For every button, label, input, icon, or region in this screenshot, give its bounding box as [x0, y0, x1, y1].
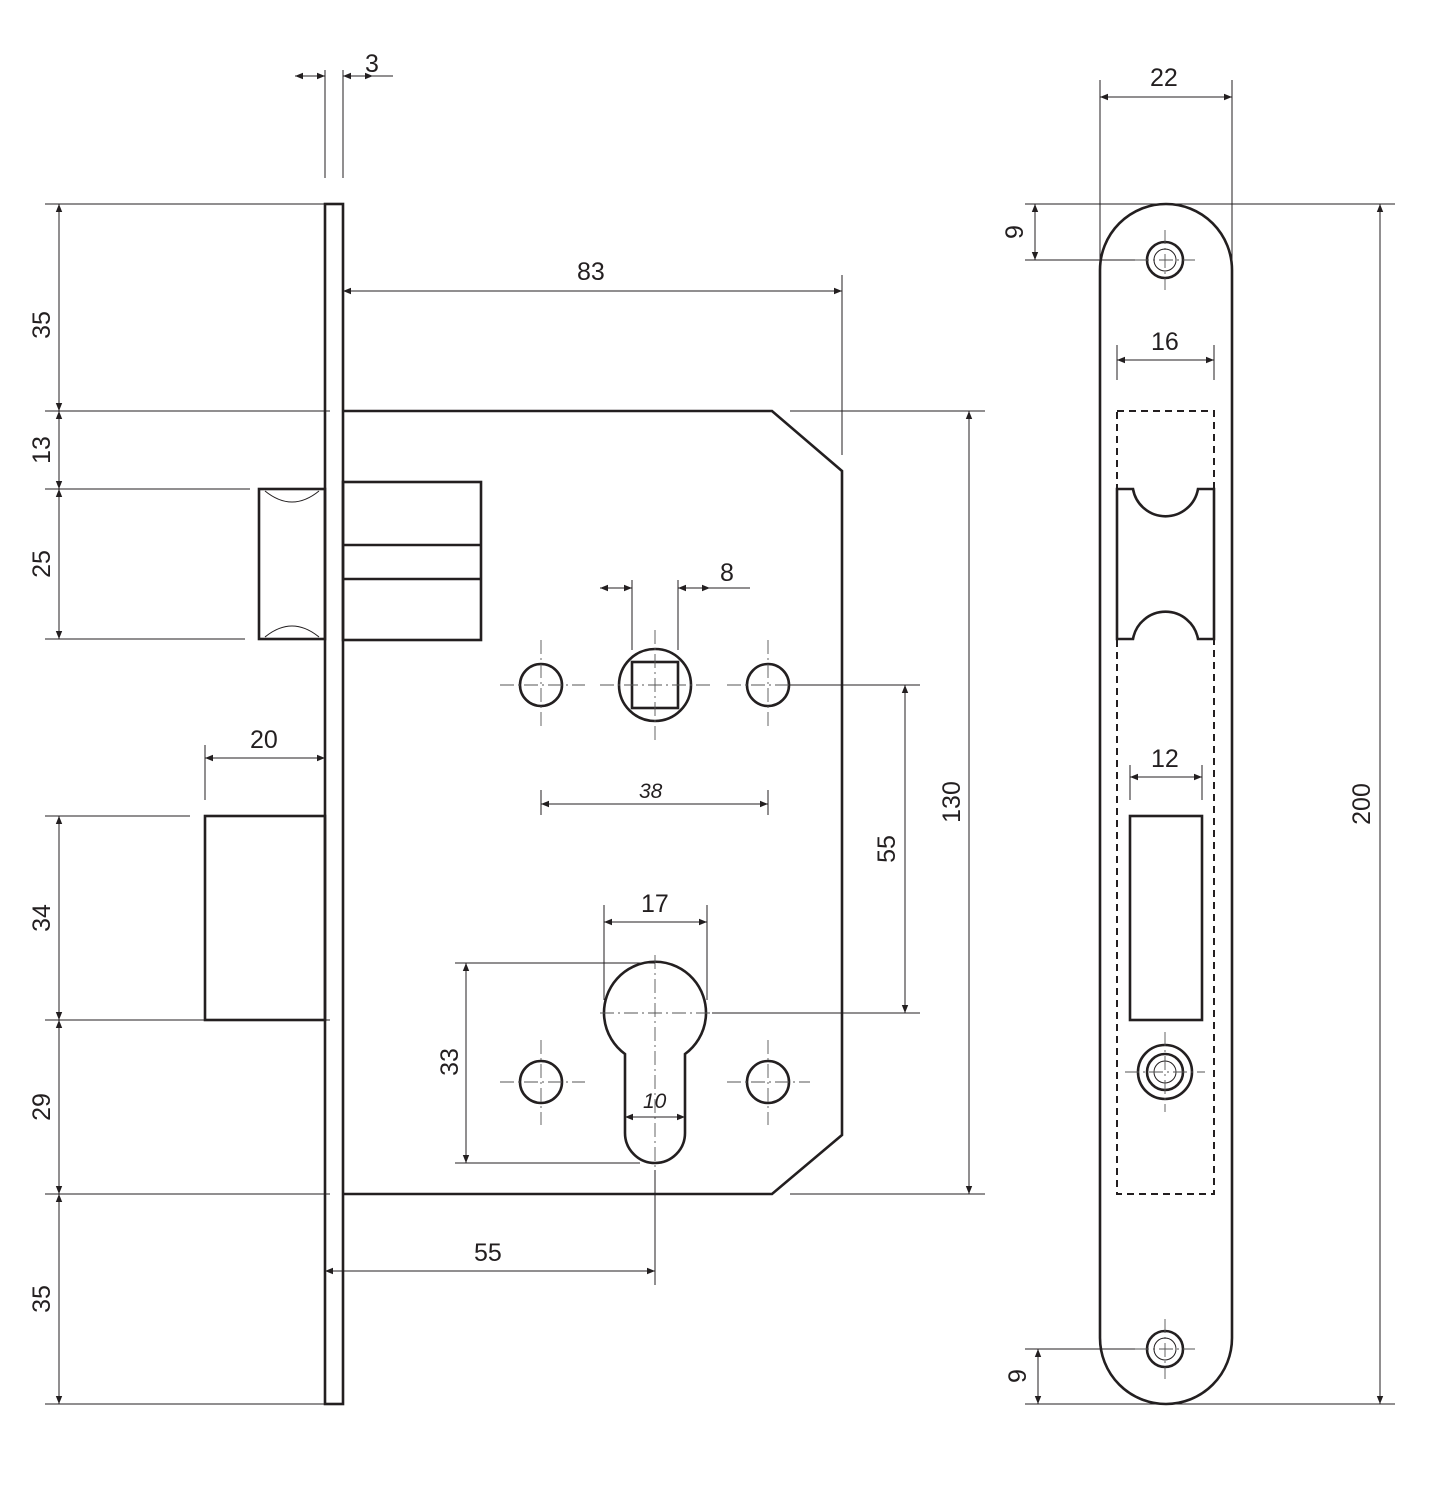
strike-plate — [1098, 202, 1234, 1406]
dim-label: 130 — [938, 781, 966, 823]
dim-label: 17 — [641, 890, 669, 918]
dim-label: 29 — [28, 1093, 56, 1121]
extension-lines — [45, 70, 1395, 1405]
dim-label: 22 — [1150, 64, 1178, 92]
dim-label: 13 — [28, 436, 56, 464]
dim-label: 8 — [720, 559, 734, 587]
faceplate — [323, 202, 345, 1406]
strike-plate-outline — [1098, 202, 1234, 1406]
cylinder-hole — [602, 960, 708, 1165]
dim-label: 55 — [873, 835, 901, 863]
strike-recess — [1116, 410, 1215, 1195]
dim-label: 9 — [1004, 1369, 1032, 1383]
dim-label: 10 — [643, 1090, 667, 1113]
dim-label: 20 — [250, 726, 278, 754]
dim-label: 200 — [1348, 783, 1376, 825]
dim-label: 35 — [28, 311, 56, 339]
dim-label: 38 — [639, 780, 663, 803]
dim-label: 9 — [1001, 225, 1029, 239]
latch-opening — [1115, 487, 1216, 641]
dim-label: 12 — [1151, 745, 1179, 773]
dim-label: 55 — [474, 1239, 502, 1267]
dim-label: 83 — [577, 258, 605, 286]
bolt-opening — [1128, 814, 1204, 1022]
deadbolt — [203, 814, 327, 1022]
lock-case — [343, 409, 844, 1196]
dim-label: 3 — [365, 50, 379, 78]
dimension-lines — [55, 72, 1384, 1404]
dim-label: 25 — [28, 550, 56, 578]
dimension-labels: 3 83 35 13 25 8 38 20 34 29 35 17 33 10 … — [28, 50, 1376, 1383]
dim-label: 34 — [28, 904, 56, 932]
dim-label: 33 — [436, 1048, 464, 1076]
latch — [257, 487, 327, 641]
dim-label: 35 — [28, 1285, 56, 1313]
dim-label: 16 — [1151, 328, 1179, 356]
latch-housing — [341, 480, 483, 642]
